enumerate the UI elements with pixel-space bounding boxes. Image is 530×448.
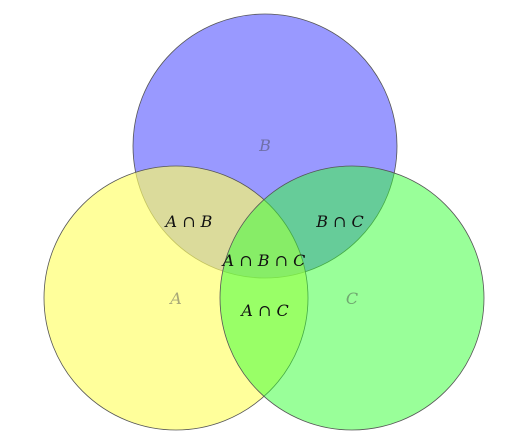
set-c-label: C bbox=[346, 289, 358, 308]
intersection-ab-label: A ∩ B bbox=[164, 212, 213, 231]
set-a-label: A bbox=[168, 289, 182, 308]
intersection-bc-label: B ∩ C bbox=[315, 212, 364, 231]
set-c-circle bbox=[219, 165, 485, 431]
intersection-abc-label: A ∩ B ∩ C bbox=[221, 251, 306, 270]
set-b-label: B bbox=[258, 136, 271, 155]
intersection-ac-label: A ∩ C bbox=[239, 301, 288, 320]
